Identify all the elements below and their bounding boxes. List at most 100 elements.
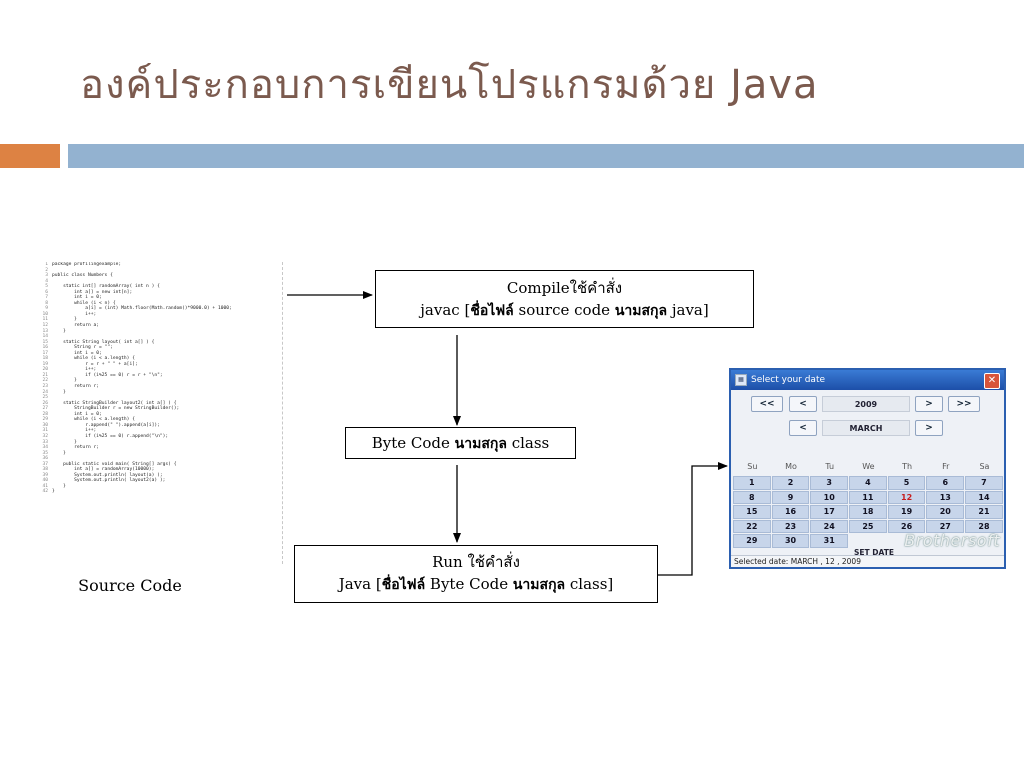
day-cell[interactable]: 5 [887, 476, 926, 490]
day-cell[interactable]: 14 [965, 490, 1003, 504]
close-icon[interactable]: ✕ [984, 373, 1000, 389]
day-cell[interactable]: 3 [810, 476, 849, 490]
day-cell[interactable]: 4 [849, 476, 887, 490]
code-line-number: 3 [45, 273, 48, 279]
day-cell[interactable]: 8 [733, 490, 771, 504]
day-cell[interactable]: 12 [887, 490, 926, 504]
code-line-text: String r = ""; [52, 345, 113, 351]
code-line-text: return r; [52, 445, 100, 451]
prev-month-button[interactable]: < [789, 420, 817, 436]
code-line: 23 return r; [34, 384, 282, 390]
compile-step-command: javac [ชื่อไฟล์ source code นามสกุล java… [420, 301, 709, 319]
month-field: MARCH [822, 420, 910, 436]
code-line-text: return r; [52, 384, 100, 390]
weekday-label: Th [902, 462, 913, 471]
day-cell[interactable]: 19 [887, 505, 926, 519]
code-line: 17 int i = 0; [34, 351, 282, 357]
code-line: 41 } [34, 484, 282, 490]
day-cell[interactable]: 30 [771, 534, 810, 548]
code-line-text: } [52, 450, 66, 456]
code-line: 36 [34, 456, 282, 462]
day-cell[interactable]: 31 [810, 534, 849, 548]
code-line-number: 30 [42, 422, 48, 428]
day-cell[interactable]: 9 [771, 490, 810, 504]
day-cell[interactable]: 2 [771, 476, 810, 490]
code-line-text: System.out.println( layout2(a) ); [52, 478, 166, 484]
set-date-button[interactable]: SET DATE [854, 548, 894, 557]
day-cell[interactable]: 22 [733, 519, 771, 533]
day-cell[interactable]: 6 [926, 476, 965, 490]
code-line: 9 a[i] = (int) Math.floor(Math.random()*… [34, 306, 282, 312]
day-cell[interactable]: 26 [887, 519, 926, 533]
code-line-number: 38 [42, 467, 48, 473]
day-cell[interactable]: 17 [810, 505, 849, 519]
next-month-button[interactable]: > [915, 420, 943, 436]
day-cell[interactable]: 27 [926, 519, 965, 533]
prev-year-button[interactable]: << [751, 396, 783, 412]
code-line-number: 37 [42, 461, 48, 467]
code-line-text: i++; [52, 428, 97, 434]
code-line-text: return a; [52, 323, 100, 329]
code-line-number: 39 [42, 472, 48, 478]
code-line-number: 42 [42, 489, 48, 495]
code-line-text: int a[] = new int[n]; [52, 289, 133, 295]
code-line-text: } [52, 328, 66, 334]
day-cell[interactable]: 29 [733, 534, 771, 548]
day-cell[interactable]: 1 [733, 476, 771, 490]
code-line-number: 4 [45, 278, 48, 284]
code-line-number: 19 [42, 361, 48, 367]
day-cell[interactable]: 16 [771, 505, 810, 519]
calendar-app-icon: ▦ [735, 373, 747, 386]
code-line-text: } [52, 317, 77, 323]
code-line-number: 36 [42, 456, 48, 462]
day-cell[interactable]: 28 [965, 519, 1003, 533]
code-line: 20 i++; [34, 367, 282, 373]
code-line: 37 public static void main( String[] arg… [34, 462, 282, 468]
code-line-text: } [52, 483, 66, 489]
code-line-number: 23 [42, 384, 48, 390]
code-line-number: 35 [42, 450, 48, 456]
day-cell[interactable]: 7 [965, 476, 1003, 490]
day-cell[interactable]: 11 [849, 490, 887, 504]
code-line-number: 9 [45, 306, 48, 312]
code-line-text: while (i < n) { [52, 300, 116, 306]
day-cell[interactable]: 23 [771, 519, 810, 533]
day-cell[interactable]: 25 [849, 519, 887, 533]
code-line-text: i++; [52, 311, 97, 317]
code-line-number: 13 [42, 328, 48, 334]
code-line-text: package profilingexample; [52, 262, 122, 267]
prev-button[interactable]: < [789, 396, 817, 412]
next-button[interactable]: > [915, 396, 943, 412]
code-line-number: 28 [42, 411, 48, 417]
day-cell[interactable]: 21 [965, 505, 1003, 519]
weekday-label: Tu [825, 462, 835, 471]
code-line-text: while (i < a.length) { [52, 417, 135, 423]
day-cell[interactable]: 20 [926, 505, 965, 519]
code-line-number: 33 [42, 439, 48, 445]
code-line-text: int i = 0; [52, 411, 102, 417]
code-line: 19 r = r + " " + a[i]; [34, 362, 282, 368]
day-cell[interactable]: 10 [810, 490, 849, 504]
code-line: 6 int a[] = new int[n]; [34, 290, 282, 296]
code-line-text: i++; [52, 367, 97, 373]
code-line-number: 10 [42, 311, 48, 317]
code-line-number: 14 [42, 334, 48, 340]
day-cell[interactable]: 24 [810, 519, 849, 533]
code-line: 7 int i = 0; [34, 295, 282, 301]
code-line: 18 while (i < a.length) { [34, 356, 282, 362]
code-line: 25 [34, 395, 282, 401]
next-year-button[interactable]: >> [948, 396, 980, 412]
day-cell[interactable]: 18 [849, 505, 887, 519]
weekday-label: Sa [979, 462, 990, 471]
weekday-label: Fr [942, 462, 950, 471]
code-line: 2 [34, 268, 282, 274]
date-picker-title: Select your date [751, 375, 826, 385]
day-cell[interactable]: 13 [926, 490, 965, 504]
day-cell[interactable]: 15 [733, 505, 771, 519]
code-line-number: 5 [45, 284, 48, 290]
code-line: 15 static String layout( int a[] ) { [34, 340, 282, 346]
